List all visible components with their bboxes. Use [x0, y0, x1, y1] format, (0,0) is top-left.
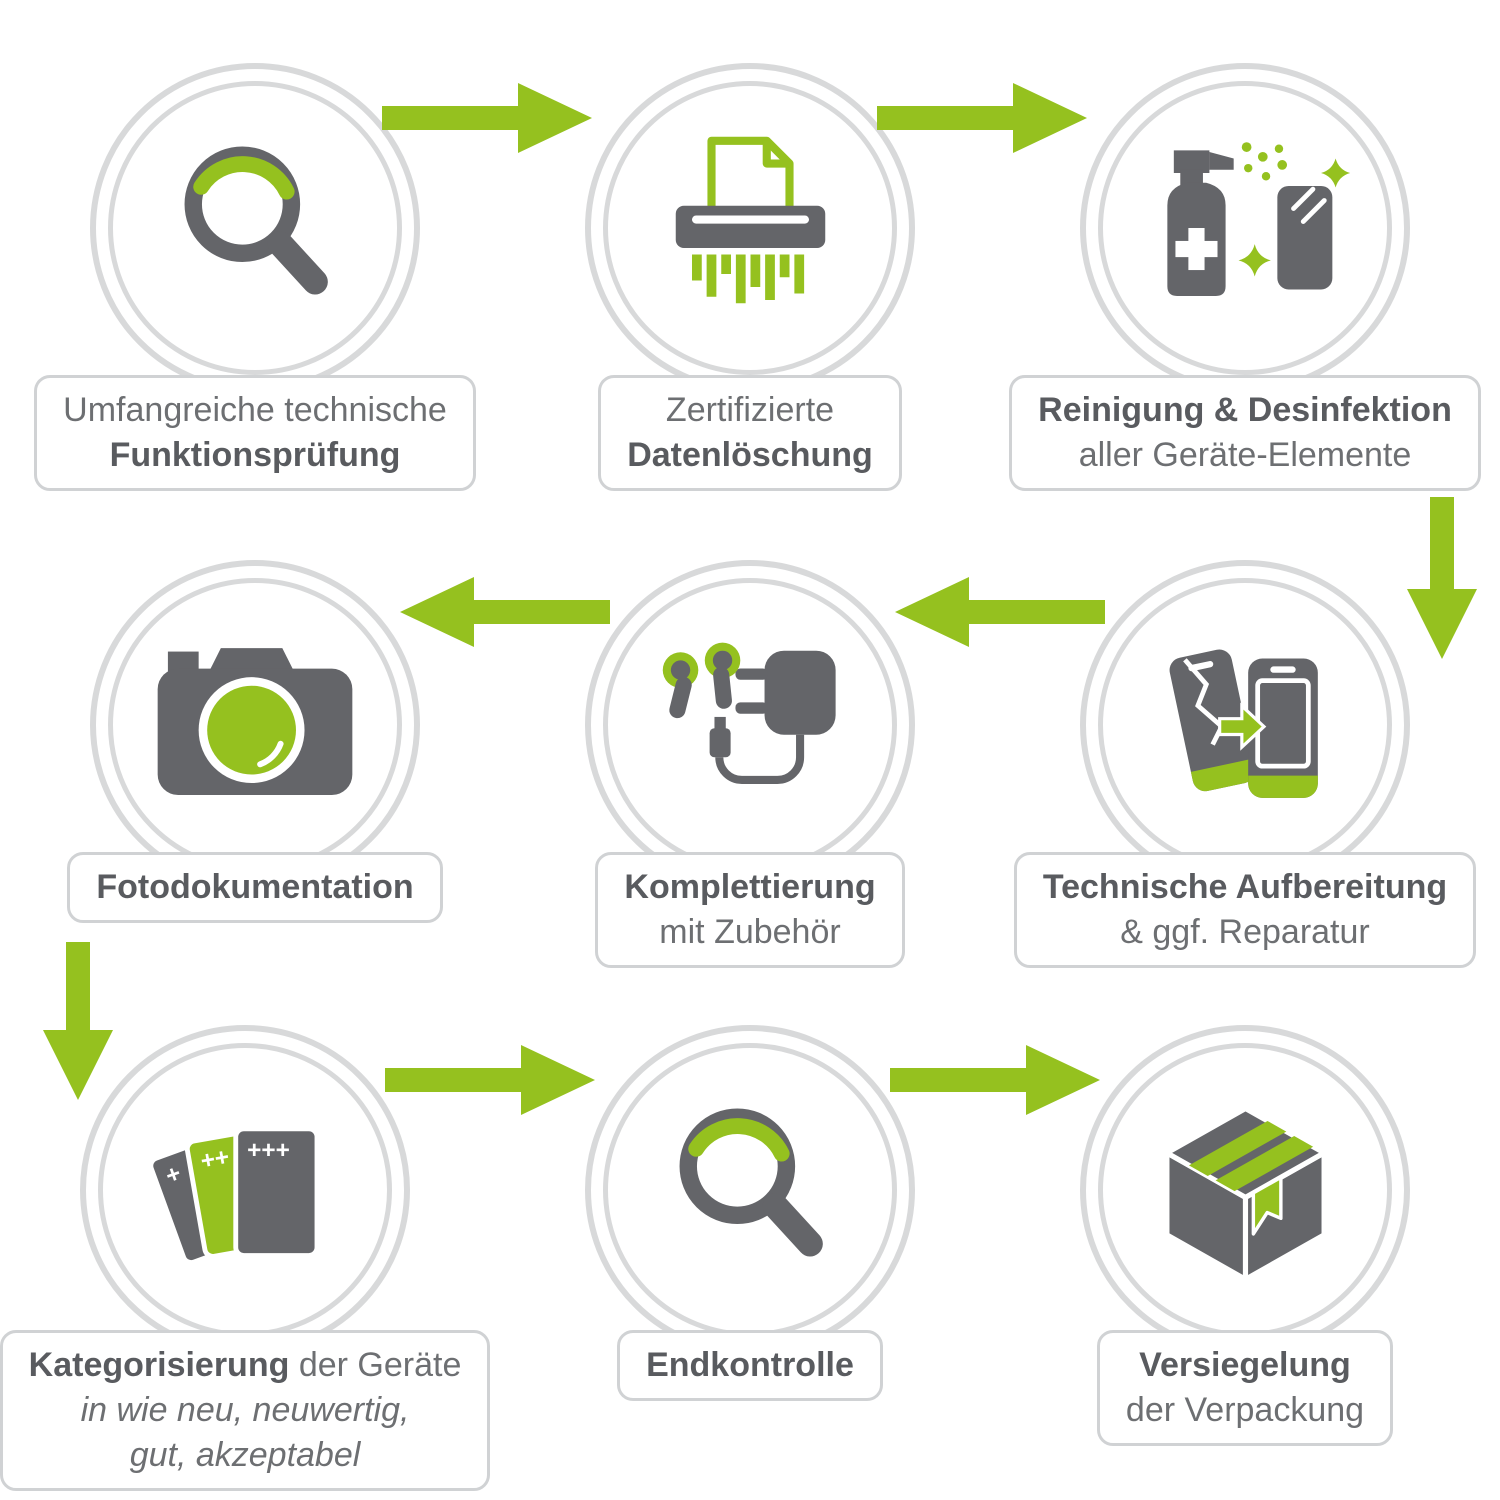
step-circle-inner [1098, 81, 1392, 375]
step-label: Zertifizierte Datenlöschung [598, 375, 902, 491]
step-circle [1080, 1025, 1410, 1355]
flow-arrow-down-icon [1407, 497, 1477, 659]
smartphones-repair-icon [1169, 649, 1318, 798]
flow-arrow-right-icon [385, 1045, 595, 1115]
label-line: & ggf. Reparatur [1120, 912, 1370, 951]
label-line: Technische Aufbereitung [1042, 868, 1448, 906]
label-line: Funktionsprüfung [109, 435, 401, 474]
charger-earbuds-icon [662, 642, 836, 784]
shredder-icon [675, 136, 825, 303]
step-fotodokumentation: Fotodokumentation [15, 560, 495, 923]
label-line: Reinigung & Desinfektion [1038, 391, 1452, 429]
step-label: Versiegelung der Verpackung [1096, 1330, 1394, 1446]
spray-disinfection-icon [1167, 142, 1351, 296]
step-circle: + ++ +++ [80, 1025, 410, 1355]
step-circle-inner: + ++ +++ [98, 1043, 392, 1337]
label-line: aller Geräte-Elemente [1078, 435, 1412, 474]
step-circle [90, 560, 420, 890]
label-line: Endkontrolle [646, 1346, 854, 1384]
step-kategorisierung: + ++ +++ Kategorisierung der Geräte in w… [0, 1025, 491, 1491]
label-line: Komplettierung [624, 868, 876, 906]
step-circle-inner [108, 81, 402, 375]
step-circle-inner [603, 1043, 897, 1337]
step-circle [585, 1025, 915, 1355]
step-label: Technische Aufbereitung & ggf. Reparatur [1013, 852, 1477, 968]
step-circle-inner [108, 578, 402, 872]
label-line: Fotodokumentation [96, 868, 414, 906]
magnifier-icon [679, 1108, 823, 1257]
step-circle-inner [1098, 1043, 1392, 1337]
step-label: Fotodokumentation [67, 852, 443, 923]
card-mark-plus-plus: ++ [198, 1143, 231, 1175]
flow-arrow-right-icon [890, 1045, 1100, 1115]
label-line: gut, akzeptabel [129, 1435, 361, 1474]
flow-arrow-right-icon [382, 83, 592, 153]
step-circle-inner [603, 81, 897, 375]
label-line: Versiegelung [1139, 1346, 1351, 1384]
label-line: in wie neu, neuwertig, [80, 1390, 410, 1429]
step-endkontrolle: Endkontrolle [510, 1025, 990, 1401]
step-versiegelung: Versiegelung der Verpackung [1005, 1025, 1485, 1446]
label-line: der Verpackung [1125, 1390, 1365, 1429]
step-circle [1080, 63, 1410, 393]
flow-arrow-down-icon [43, 942, 113, 1100]
step-technische-aufbereitung: Technische Aufbereitung & ggf. Reparatur [1005, 560, 1485, 968]
flow-arrow-right-icon [877, 83, 1087, 153]
label-line: Zertifizierte [665, 391, 835, 429]
flow-arrow-left-icon [895, 577, 1105, 647]
step-label: Kategorisierung der Geräte in wie neu, n… [0, 1330, 491, 1491]
step-label: Endkontrolle [617, 1330, 883, 1401]
camera-icon [157, 648, 353, 796]
step-komplettierung: Komplettierung mit Zubehör [510, 560, 990, 968]
step-funktionspruefung: Umfangreiche technische Funktionsprüfung [15, 63, 495, 491]
label-line: Kategorisierung der Geräte [29, 1343, 462, 1388]
step-datenloeschung: Zertifizierte Datenlöschung [510, 63, 990, 491]
step-reinigung-desinfektion: Reinigung & Desinfektion aller Geräte-El… [1005, 63, 1485, 491]
flow-arrow-left-icon [400, 577, 610, 647]
step-circle-inner [603, 578, 897, 872]
magnifier-icon [184, 146, 328, 295]
step-circle [585, 560, 915, 890]
step-label: Reinigung & Desinfektion aller Geräte-El… [1009, 375, 1481, 491]
card-mark-plus-plus-plus: +++ [247, 1137, 290, 1164]
label-line: Umfangreiche technische [63, 391, 447, 429]
step-circle [585, 63, 915, 393]
step-circle-inner [1098, 578, 1392, 872]
step-circle [90, 63, 420, 393]
step-circle [1080, 560, 1410, 890]
step-label: Umfangreiche technische Funktionsprüfung [34, 375, 476, 491]
sealed-package-icon [1163, 1105, 1327, 1282]
label-line: mit Zubehör [659, 912, 841, 951]
label-segment: der Geräte [289, 1346, 462, 1384]
step-label: Komplettierung mit Zubehör [595, 852, 905, 968]
label-line: Datenlöschung [627, 435, 873, 474]
label-segment: Kategorisierung [28, 1346, 290, 1384]
grading-cards-icon: + ++ +++ [147, 1125, 319, 1265]
